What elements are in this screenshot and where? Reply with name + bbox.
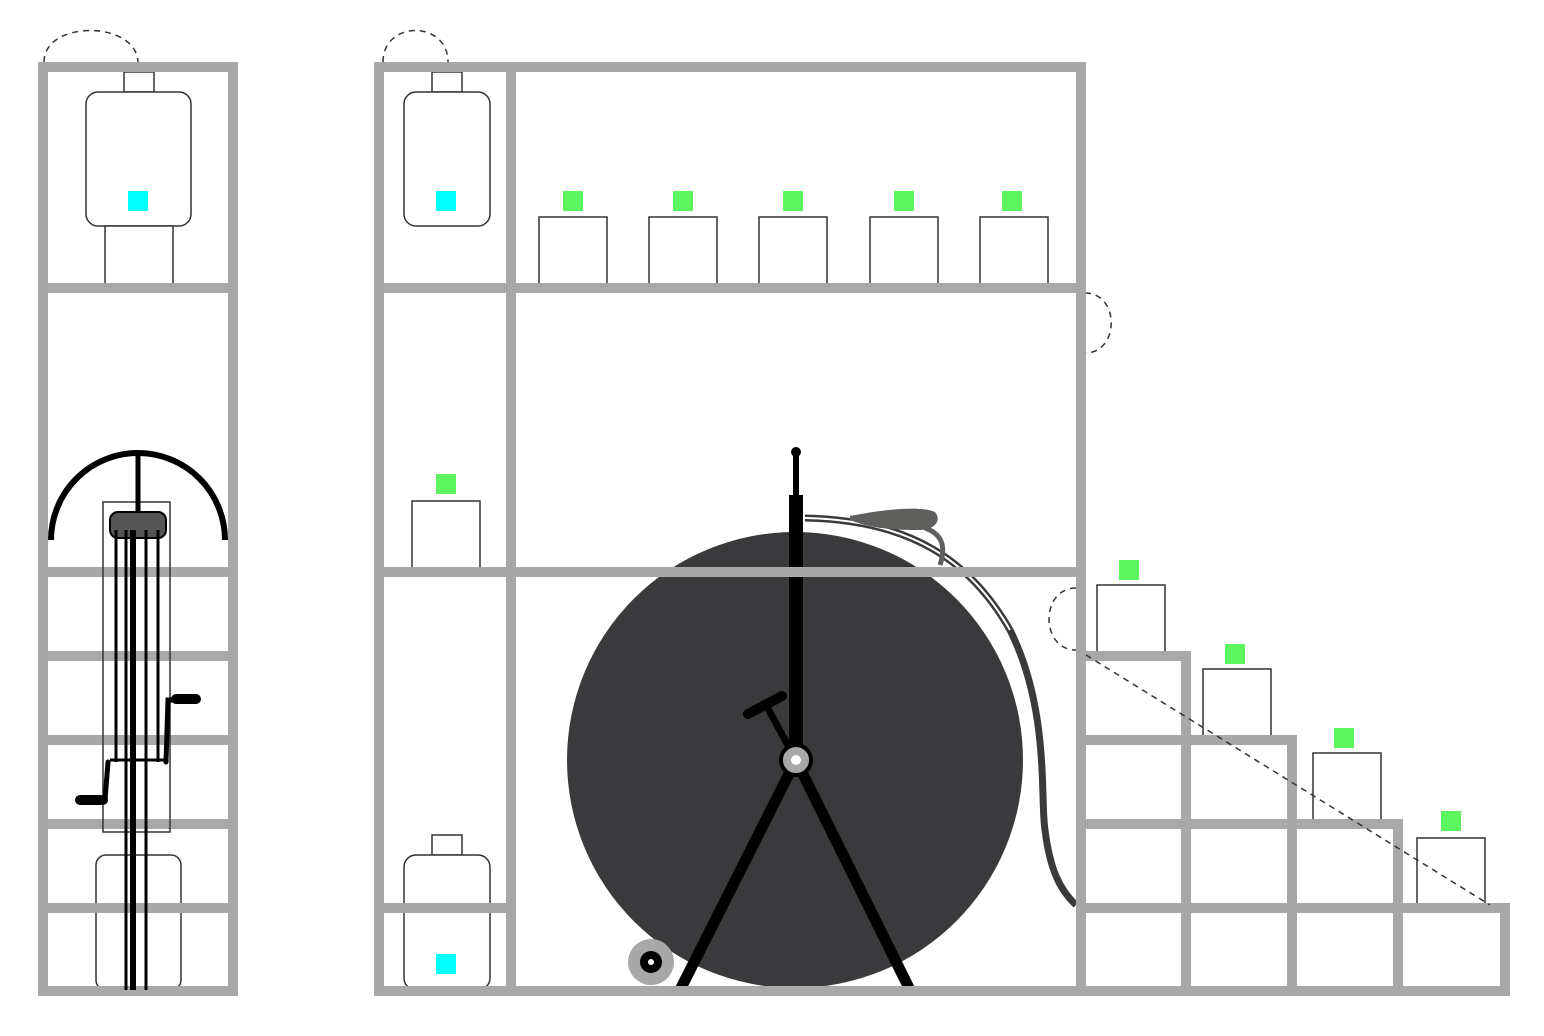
cyan-indicator [436,954,456,974]
frame-grid [374,62,1086,996]
box-icon [411,500,481,570]
green-indicator [563,191,583,211]
box-icon [1202,668,1272,738]
cyan-indicator [128,191,148,211]
side-frame [38,62,238,996]
green-indicator [436,474,456,494]
crank-icon [77,759,111,803]
staircase-icon [1081,651,1510,996]
box-icon [869,216,939,286]
tank-neck [431,71,463,93]
tank-neck [431,834,463,856]
box-icon [1096,584,1166,654]
green-indicator [894,191,914,211]
tank-neck [123,71,155,93]
dashed-diagonal [1085,654,1491,906]
cyan-indicator [436,191,456,211]
box-icon [758,216,828,286]
box-icon [1312,752,1382,822]
hub-center [791,755,801,765]
tank-stand [104,225,174,287]
pedal-icon [743,691,787,719]
saddle-spring [924,525,946,566]
tank-icon-bottom [95,854,182,991]
tank-icon [403,91,491,227]
bike-side-icon [48,450,228,990]
support-leg [791,757,915,993]
dashed-hinge-arc [1084,292,1112,354]
green-indicator [1441,811,1461,831]
roller-dot [648,959,654,965]
dashed-hinge-arc [43,29,139,63]
support-leg [675,757,801,993]
green-indicator [1225,644,1245,664]
green-indicator [1119,560,1139,580]
box-icon [979,216,1049,286]
dashed-hinge-arc [1048,587,1077,651]
dashed-hinge-arc [382,29,449,63]
green-indicator [783,191,803,211]
green-indicator [673,191,693,211]
box-row-top [538,191,1049,286]
green-indicator [1002,191,1022,211]
seat-stay-highlight [804,517,1011,631]
green-indicator [1334,728,1354,748]
side-view [38,29,238,996]
saddle-icon [850,508,938,530]
box-icon [538,216,608,286]
handle-knob [791,447,801,457]
box-icon [648,216,718,286]
front-view [374,29,1510,996]
box-icon [1416,837,1486,907]
